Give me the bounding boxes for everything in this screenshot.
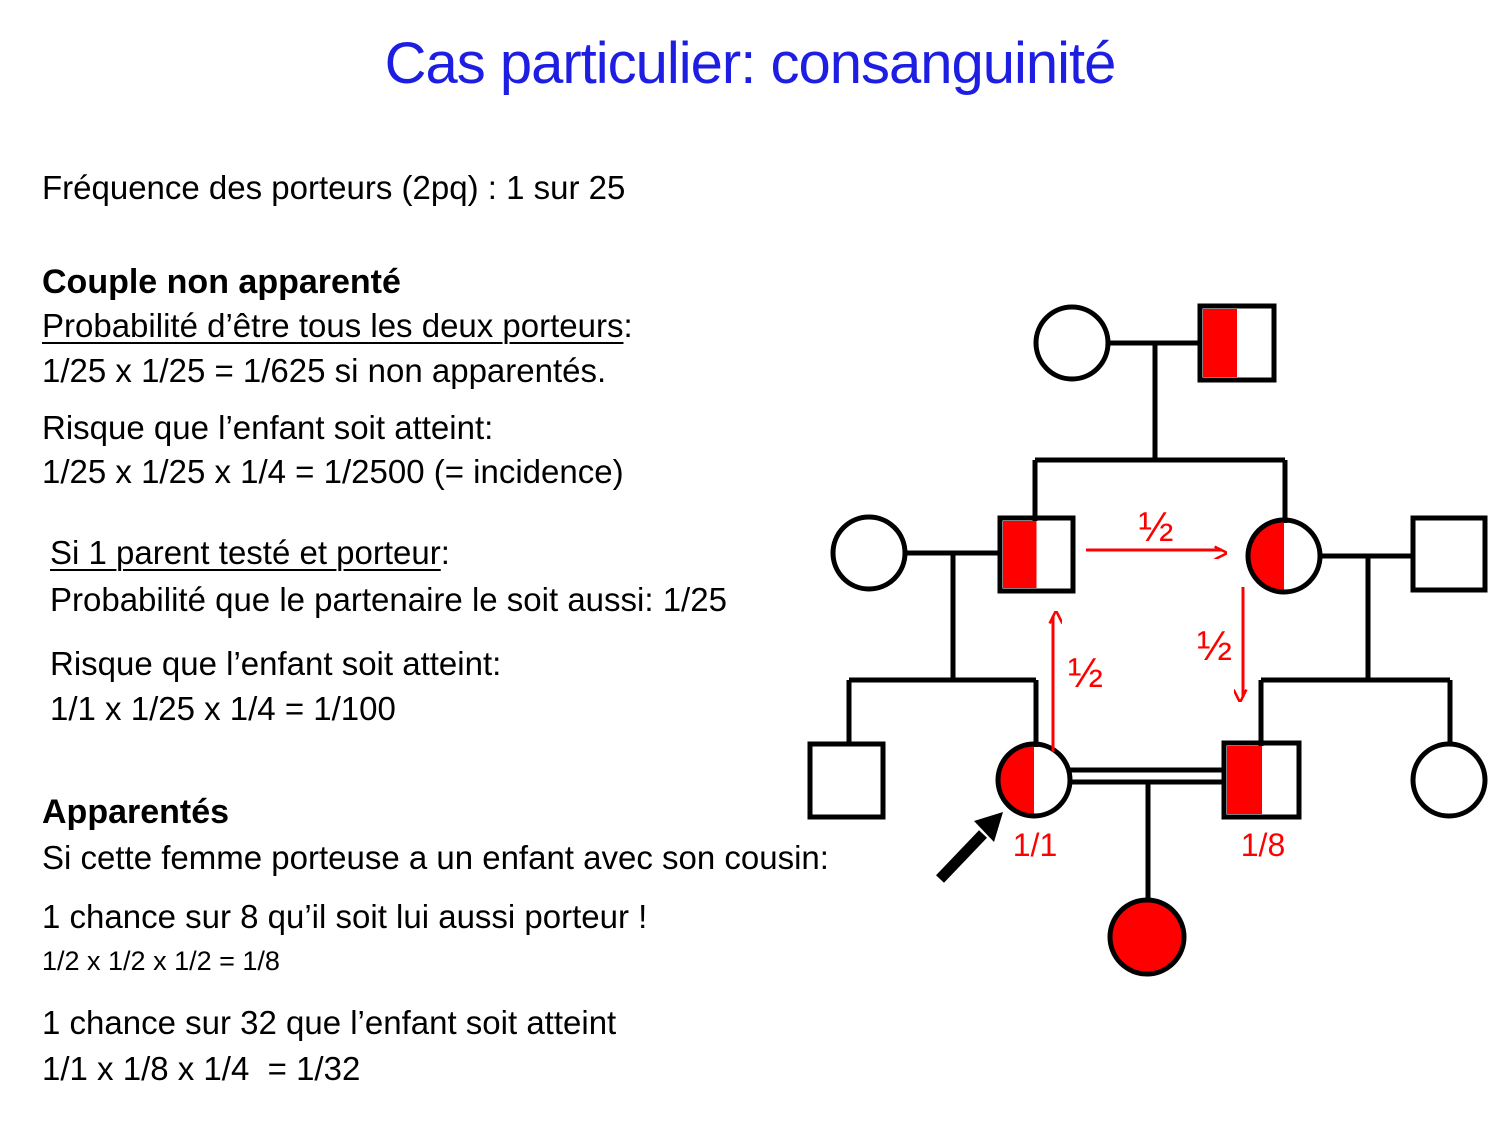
transmission-probability-right: ½ [1197,622,1232,669]
one-parent-tested-underlined: Si 1 parent testé et porteur [50,534,441,571]
individual-II1-unaffected-female [830,514,908,592]
probability-both-carriers-colon: : [623,307,633,344]
individual-II4-unaffected-male [1410,515,1488,593]
transmission-arrows [1053,550,1243,752]
carrier-half-fill [998,744,1034,816]
heading-apparentes: Apparentés [42,793,230,831]
formula-1-32: 1/1 x 1/8 x 1/4 = 1/32 [42,1050,361,1087]
carrier-half-fill [1227,746,1262,814]
individual-II2-carrier-male [997,515,1076,594]
carrier-probability-woman: 1/1 [1013,827,1057,863]
individual-III2-carrier-female [995,741,1073,819]
female-symbol [995,741,1073,819]
transmission-probability-top: ½ [1138,503,1173,550]
one-in-32-text: 1 chance sur 32 que l’enfant soit attein… [42,1004,617,1041]
risk-child-affected-text-1: Risque que l’enfant soit atteint: [42,409,494,446]
individual-II3-carrier-female [1245,517,1323,595]
one-in-eight-text: 1 chance sur 8 qu’il soit lui aussi port… [42,898,648,935]
individual-III1-unaffected-male [807,741,886,820]
male-symbol [1197,303,1277,383]
pedigree-lines [846,340,1453,901]
female-symbol [1245,517,1323,595]
probability-both-carriers-underlined: Probabilité d’être tous les deux porteur… [42,307,624,344]
individual-III4-unaffected-female [1410,741,1488,819]
partner-probability-text: Probabilité que le partenaire le soit au… [50,581,727,618]
individual-IV1-affected-female [1107,897,1187,977]
individual-III3-carrier-male [1221,740,1302,820]
carrier-half-fill [1248,520,1284,592]
carrier-half-fill [1203,309,1237,377]
formula-1-8: 1/2 x 1/2 x 1/2 = 1/8 [42,946,280,976]
formula-1-625: 1/25 x 1/25 = 1/625 si non apparentés. [42,352,607,389]
individual-I1-unaffected-female [1033,304,1111,382]
probability-both-carriers-line: Probabilité d’être tous les deux porteur… [42,306,633,346]
risk-child-affected-text-2: Risque que l’enfant soit atteint: [50,645,502,682]
transmission-probability-left: ½ [1068,649,1103,696]
slide-title: Cas particulier: consanguinité [384,31,1117,96]
formula-1-100: 1/1 x 1/25 x 1/4 = 1/100 [50,690,396,727]
individual-I2-carrier-male [1197,303,1277,383]
male-symbol [1221,740,1302,820]
carrier-half-fill [1003,521,1037,588]
pointer-arrow-icon [936,812,1003,883]
heading-couple-non-apparente: Couple non apparenté [42,263,401,301]
pointer-arrow-head [974,812,1003,842]
one-parent-tested-line: Si 1 parent testé et porteur: [50,533,450,573]
carrier-frequency-text: Fréquence des porteurs (2pq) : 1 sur 25 [42,169,626,206]
male-symbol [997,515,1076,594]
pointer-arrow-shaft [936,830,987,883]
cousin-intro-text: Si cette femme porteuse a un enfant avec… [42,839,829,876]
carrier-probability-cousin: 1/8 [1241,827,1285,863]
one-parent-tested-colon: : [440,534,450,571]
formula-1-2500: 1/25 x 1/25 x 1/4 = 1/2500 (= incidence) [42,453,624,490]
